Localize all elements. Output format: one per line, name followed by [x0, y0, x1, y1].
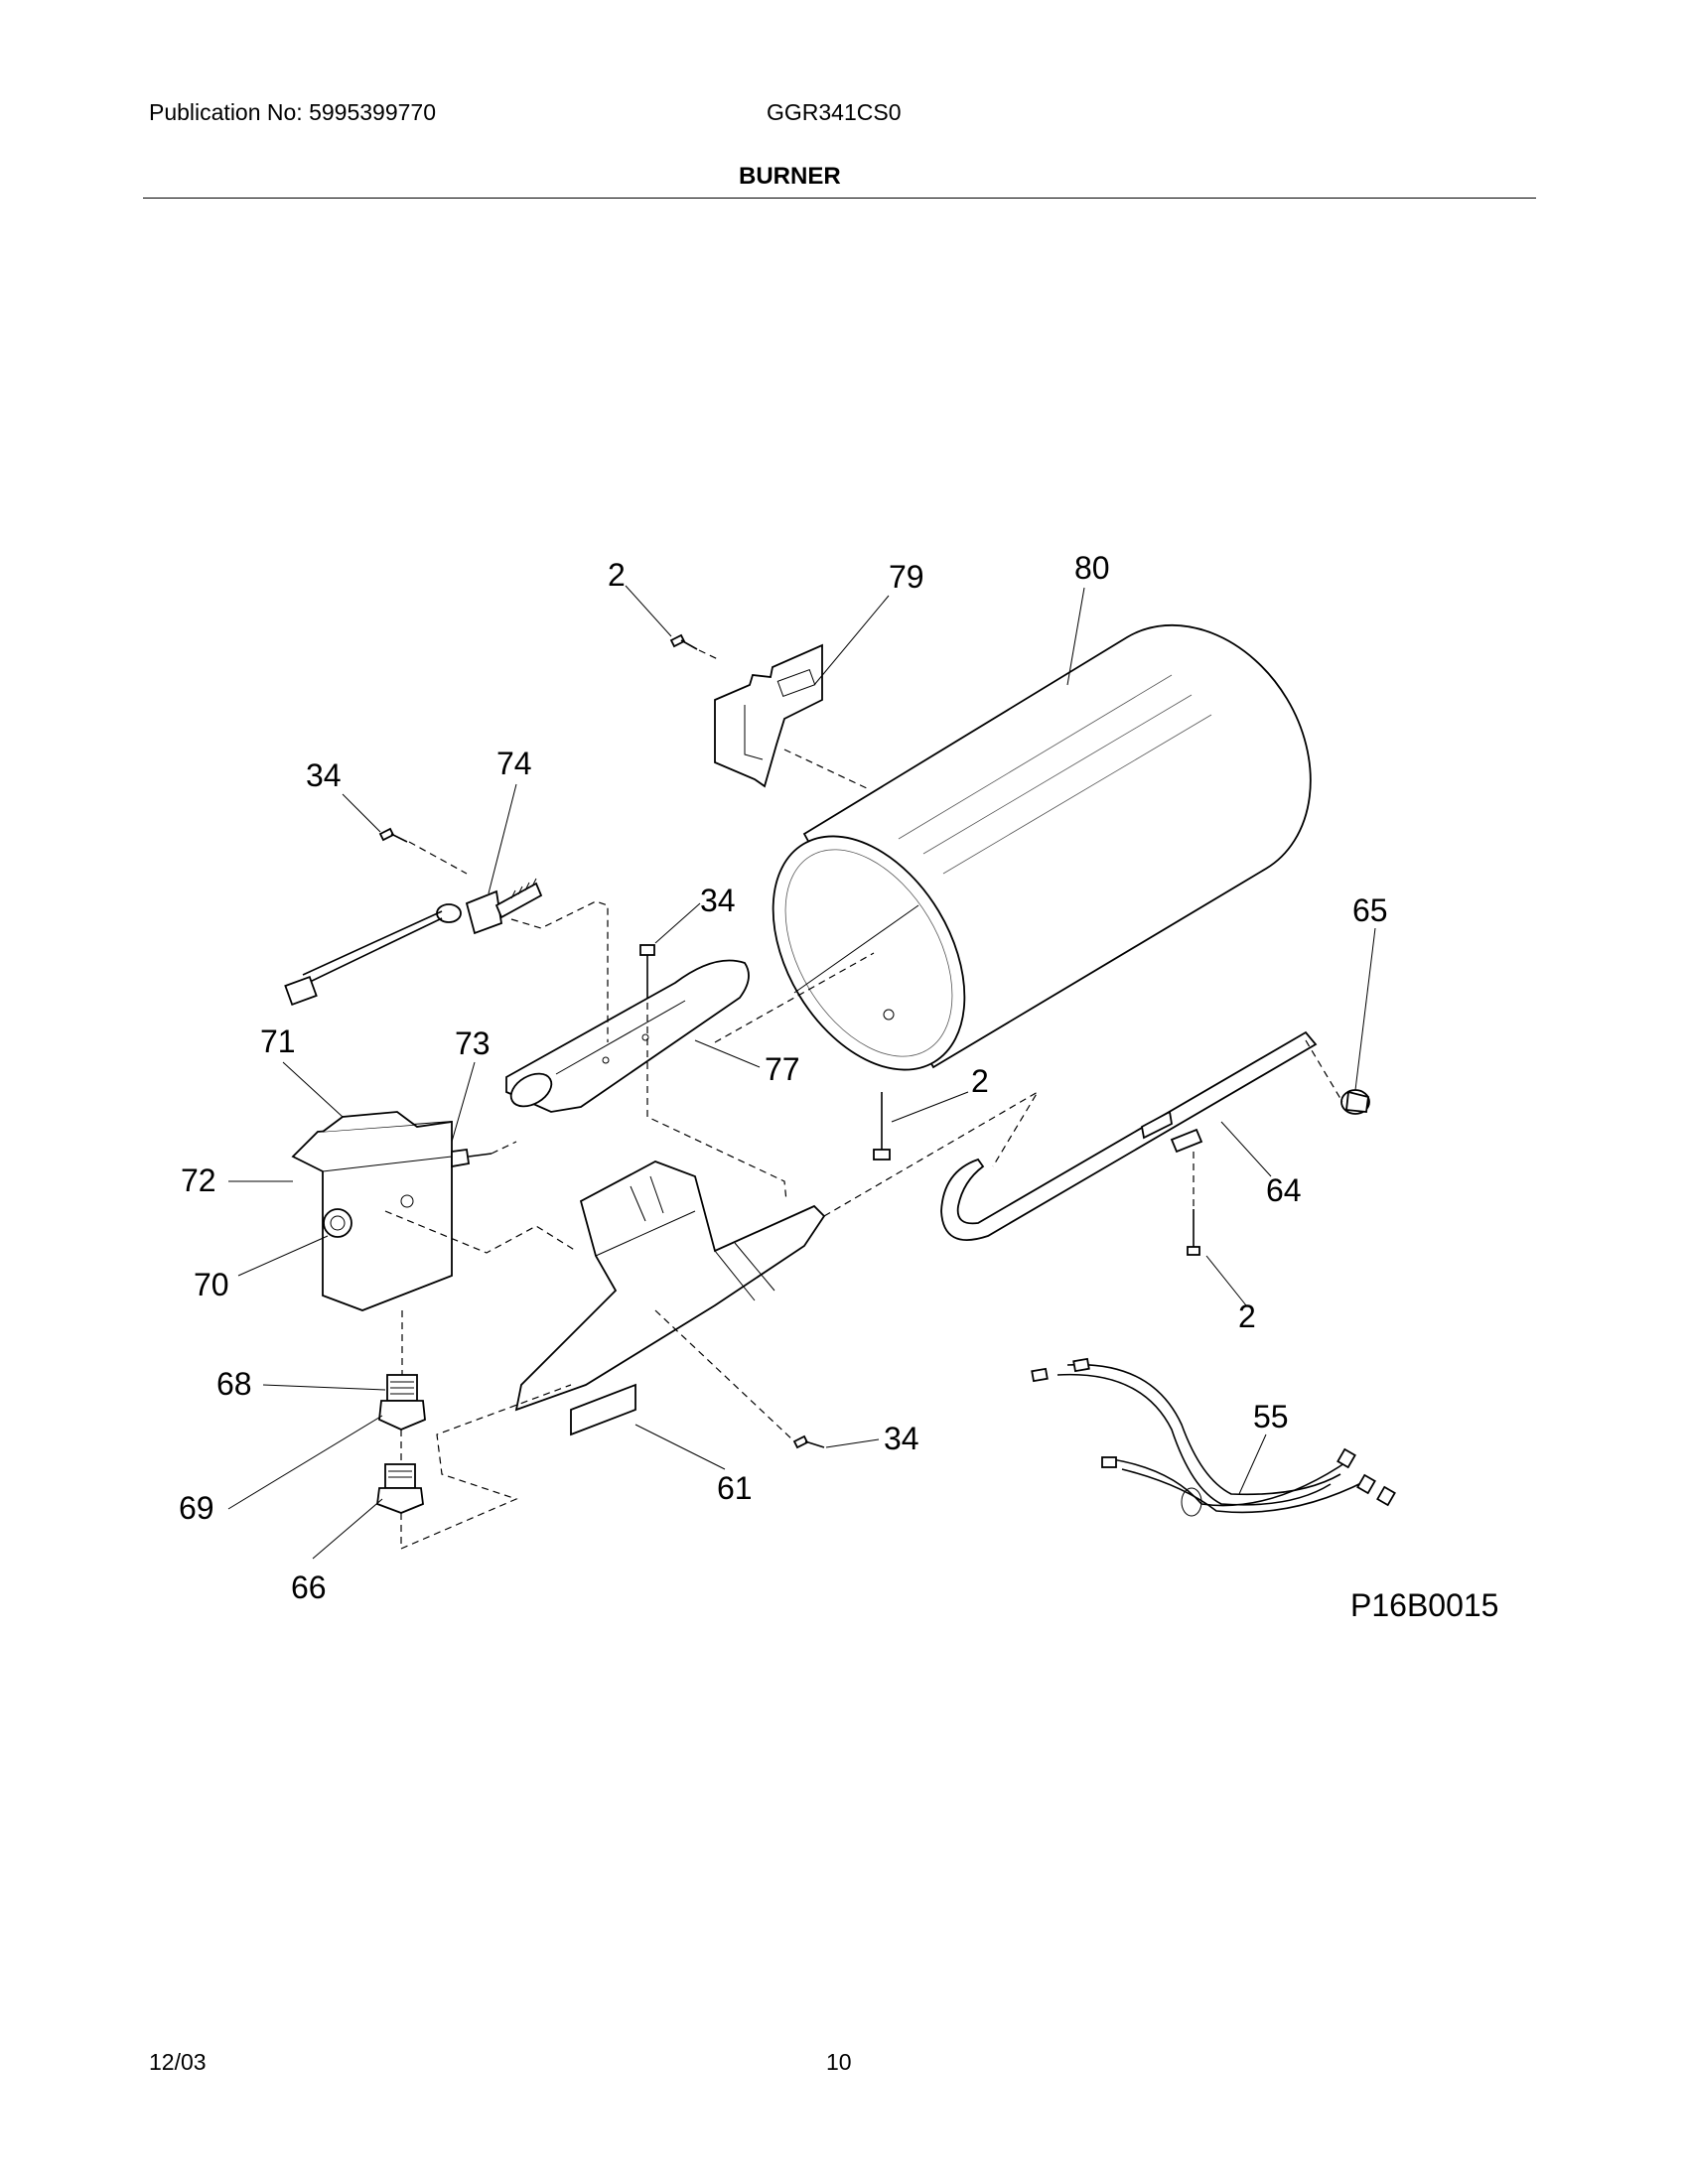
- cap-65: [1340, 1089, 1370, 1115]
- callout-34: 34: [306, 757, 342, 793]
- bracket-79: [714, 643, 823, 788]
- model-number: GGR341CS0: [767, 99, 902, 125]
- screw-2-top: [669, 633, 698, 650]
- callout-55: 55: [1253, 1399, 1289, 1434]
- fitting-66: [376, 1463, 424, 1514]
- callout-68: 68: [216, 1366, 252, 1402]
- callout-65: 65: [1352, 892, 1388, 928]
- igniter-74: [284, 878, 543, 1006]
- wire-harness-55: [1031, 1357, 1396, 1517]
- burner-tube-77: [505, 959, 750, 1113]
- screw-34-shield: [792, 1434, 825, 1449]
- callout-2: 2: [971, 1063, 989, 1099]
- crossover-pipe-64: [940, 1030, 1318, 1241]
- callout-2: 2: [1238, 1298, 1256, 1334]
- callout-80: 80: [1074, 550, 1110, 586]
- callout-34: 34: [884, 1421, 919, 1456]
- screw-2-chamber: [873, 1092, 891, 1160]
- footer-page-number: 10: [826, 2049, 852, 2075]
- callout-70: 70: [194, 1267, 229, 1302]
- callout-69: 69: [179, 1490, 214, 1526]
- header-rule: [143, 198, 1536, 199]
- callout-77: 77: [765, 1051, 800, 1087]
- callout-66: 66: [291, 1570, 327, 1605]
- callout-labels: 2 79 80 34 74 34 65 71 73 2 77 72 64 70 …: [179, 550, 1498, 1623]
- diagram-id-label: P16B0015: [1350, 1587, 1498, 1623]
- footer-date: 12/03: [149, 2049, 207, 2075]
- callout-74: 74: [496, 746, 532, 781]
- screw-34-tube: [639, 944, 655, 1003]
- screw-2-pipe: [1187, 1209, 1200, 1256]
- publication-number: Publication No: 5995399770: [149, 99, 437, 125]
- callout-34: 34: [700, 883, 736, 918]
- callout-72: 72: [181, 1162, 216, 1198]
- callout-64: 64: [1266, 1172, 1302, 1208]
- callout-61: 61: [717, 1470, 753, 1506]
- screw-34-igniter: [378, 827, 408, 843]
- section-title: BURNER: [739, 163, 841, 190]
- assembly-dash-lines: [384, 649, 1343, 1550]
- callout-71: 71: [260, 1024, 296, 1059]
- combustion-chamber-80: [772, 623, 1312, 1071]
- gas-valve-assembly-70: [291, 1111, 492, 1311]
- orifice-68-69: [378, 1374, 426, 1431]
- callout-73: 73: [455, 1025, 491, 1061]
- burner-bracket-61: [514, 1160, 826, 1436]
- callout-2: 2: [608, 557, 626, 593]
- callout-79: 79: [889, 559, 924, 595]
- leader-lines: [227, 585, 1376, 1560]
